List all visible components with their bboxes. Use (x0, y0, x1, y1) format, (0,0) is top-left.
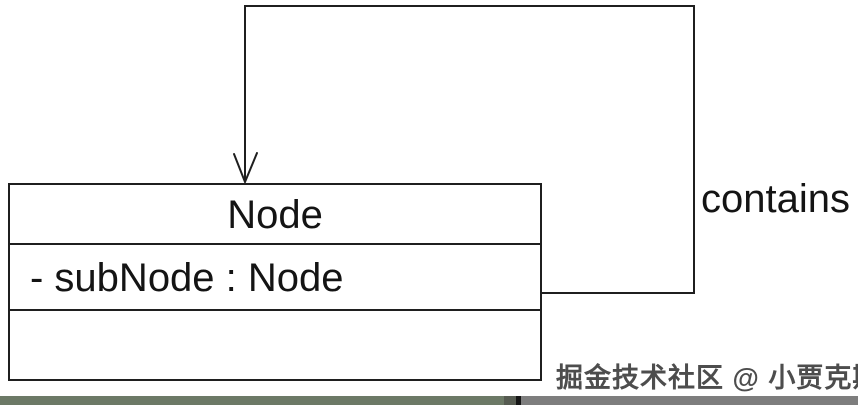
bottom-bar-mid-segment (504, 396, 516, 405)
class-methods-compartment (10, 311, 540, 375)
bottom-bar-right-segment (521, 396, 858, 405)
bottom-bar-left-segment (0, 396, 504, 405)
class-attribute: - subNode : Node (10, 245, 540, 311)
uml-class-node: Node - subNode : Node (8, 183, 542, 381)
bottom-bar (0, 396, 858, 405)
association-label: contains (701, 177, 850, 221)
watermark-text: 掘金技术社区 @ 小贾克斯 (556, 363, 858, 393)
class-name: Node (10, 185, 540, 245)
open-arrowhead-icon (233, 152, 258, 185)
association-line (244, 5, 695, 294)
bottom-bar-divider (516, 396, 521, 405)
